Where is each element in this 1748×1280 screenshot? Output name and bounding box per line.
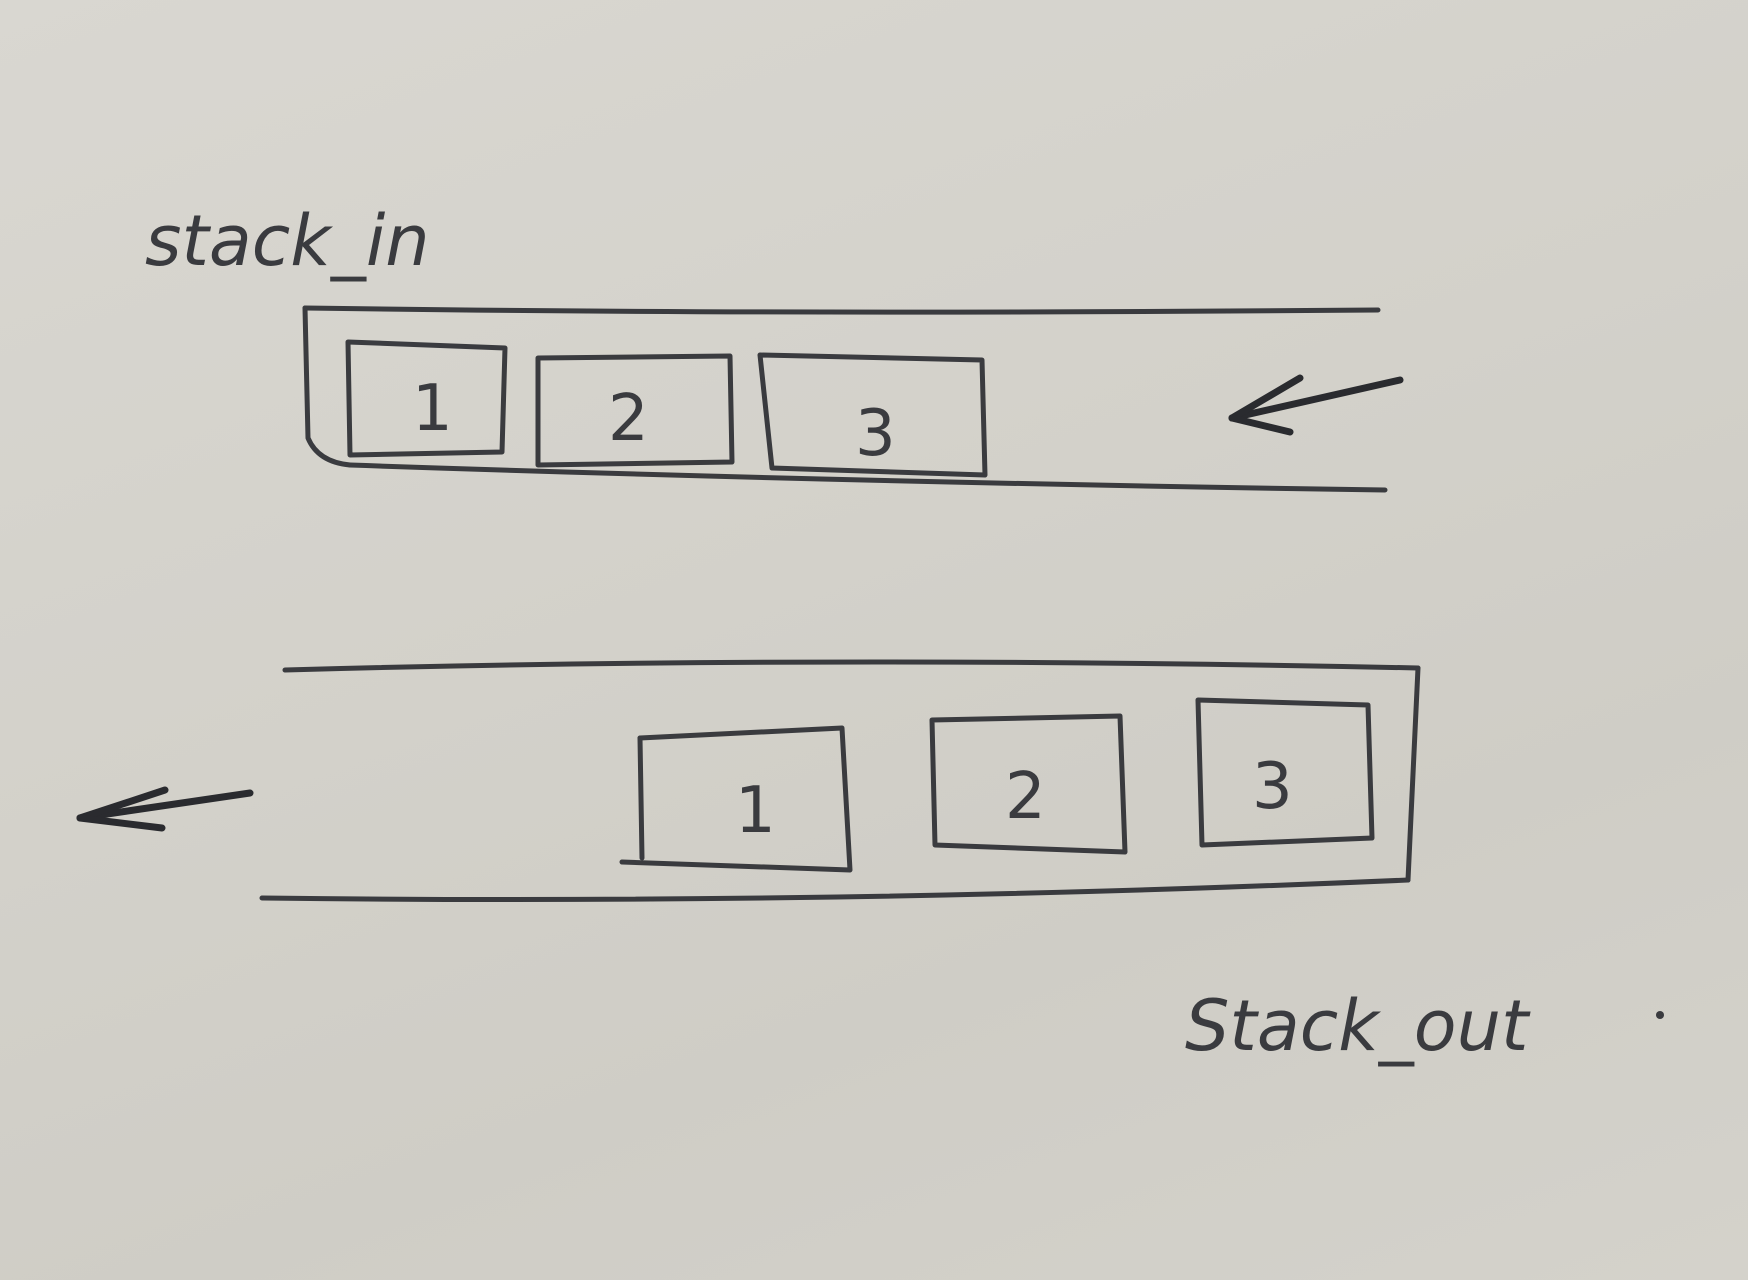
push-arrow-icon — [1228, 374, 1404, 436]
stack-out-label: Stack_out — [1185, 985, 1531, 1067]
stack-in-top-edge — [302, 305, 1381, 315]
stack-in-container — [302, 305, 1388, 493]
stack-in-box-1: 1 — [345, 339, 508, 458]
stack-out-box-2: 2 — [929, 713, 1128, 855]
stack-out-box-3-label: 3 — [1252, 750, 1293, 824]
pop-arrow-icon — [76, 786, 254, 832]
ink-dot — [1656, 1011, 1664, 1019]
stack-out-box-3: 3 — [1195, 697, 1375, 848]
stack-in-label: stack_in — [145, 200, 430, 282]
stack-out-container — [259, 659, 1421, 903]
stack-in-closed-end — [302, 305, 353, 468]
stack-out-box-1: 1 — [619, 725, 853, 873]
stack-out-box-2-label: 2 — [1005, 760, 1046, 834]
stack-in-box-3-label: 3 — [855, 397, 896, 471]
stack-in-box-1-label: 1 — [412, 372, 453, 446]
stack-out-bottom-edge — [259, 877, 1411, 903]
stack-out-top-edge — [282, 659, 1421, 673]
stack-out-closed-end — [1405, 665, 1421, 883]
stack-in-bottom-edge — [347, 462, 1388, 493]
stack-in-box-3: 3 — [757, 352, 988, 478]
stack-in-box-2: 2 — [535, 353, 735, 468]
stack-out-box-1-label: 1 — [735, 774, 776, 848]
stack-in-box-2-label: 2 — [608, 382, 649, 456]
